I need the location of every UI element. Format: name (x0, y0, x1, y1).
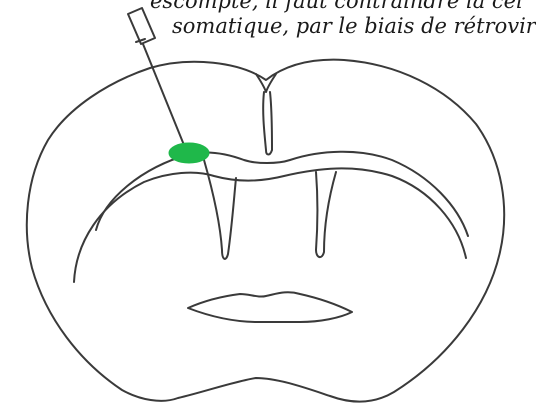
syringe-barrel (128, 8, 155, 44)
third-ventricle (188, 292, 352, 322)
injection-needle (143, 44, 186, 150)
injection-site-marker (169, 143, 209, 163)
corpus-callosum-lower (74, 168, 466, 282)
right-lateral-ventricle (316, 172, 336, 257)
syringe-hub (136, 39, 145, 42)
brain-outer-contour (27, 60, 504, 402)
midline-fissure (263, 92, 272, 155)
left-lateral-ventricle (204, 160, 236, 259)
syringe-icon (128, 8, 186, 150)
corpus-callosum-upper (96, 152, 468, 236)
